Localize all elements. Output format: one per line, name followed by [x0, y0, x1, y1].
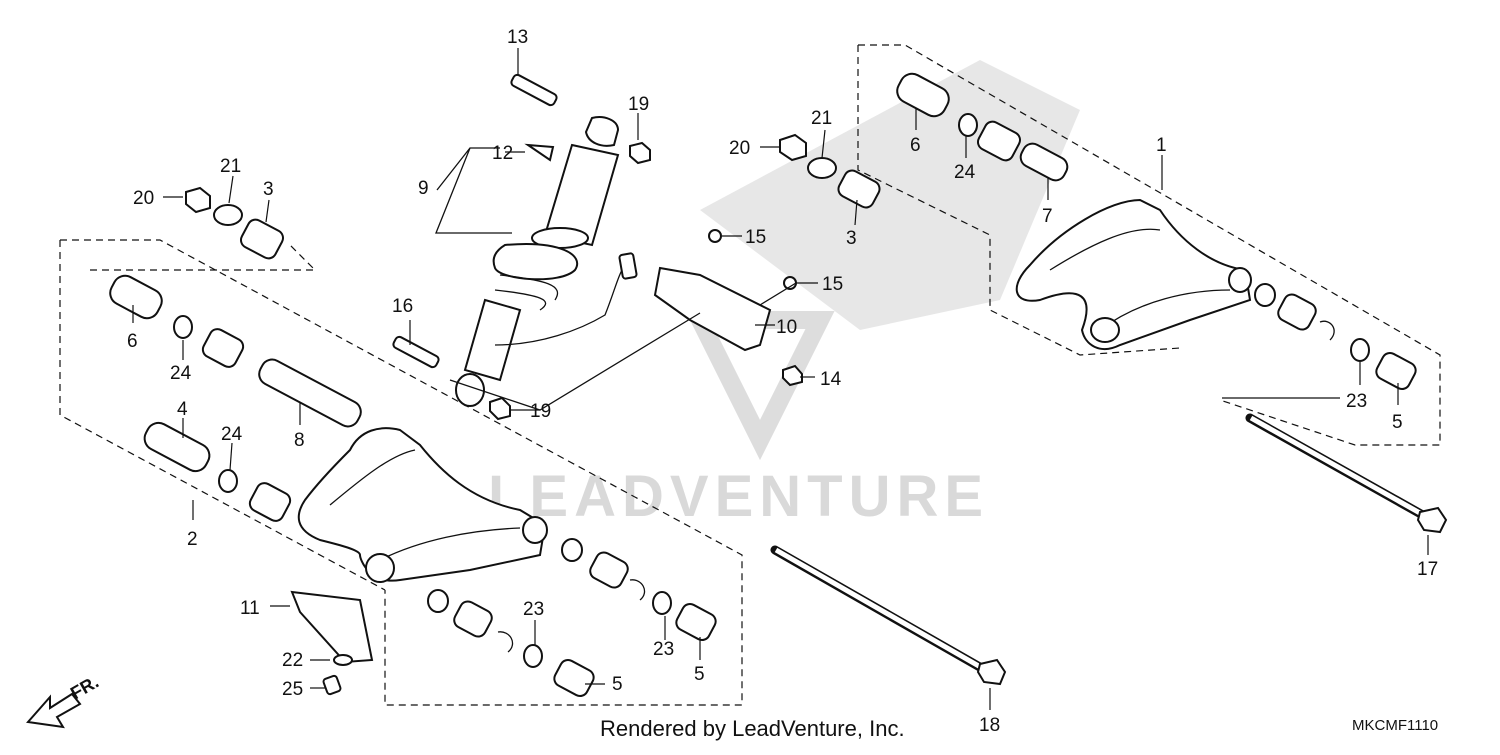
callout-21-right: 21	[811, 108, 832, 129]
callout-20-right: 20	[729, 138, 750, 159]
callout-3-left: 3	[263, 179, 274, 200]
diagram-code: MKCMF1110	[1352, 717, 1439, 734]
callout-14: 14	[820, 369, 842, 390]
link-protector	[653, 266, 772, 352]
callout-6-right: 6	[910, 135, 921, 156]
callout-22: 22	[282, 650, 303, 671]
swingarm-left	[297, 427, 548, 583]
callout-23-right: 23	[1346, 391, 1367, 412]
swingarm-right	[1015, 198, 1252, 350]
callout-11: 11	[240, 598, 260, 619]
callout-13: 13	[507, 27, 528, 48]
left-top-outline	[90, 244, 317, 271]
callout-8: 8	[294, 430, 305, 451]
callout-24-left-bottom: 24	[221, 424, 243, 445]
callout-16: 16	[392, 296, 413, 317]
callout-3-right: 3	[846, 228, 857, 249]
callout-17: 17	[1417, 559, 1438, 580]
callout-5-left-bottom: 5	[612, 674, 623, 695]
shock-absorber	[455, 116, 638, 407]
pivot-bolt-17	[1245, 413, 1448, 534]
callout-18: 18	[979, 715, 1000, 736]
callout-20-left: 20	[133, 188, 154, 209]
callout-23-left-right: 23	[653, 639, 674, 660]
callout-7: 7	[1042, 206, 1053, 227]
watermark-text: LEADVENTURE	[488, 464, 989, 529]
render-credit: Rendered by LeadVenture, Inc.	[600, 716, 905, 741]
right-assembly-outline	[857, 44, 1441, 446]
callout-5-left-right: 5	[694, 664, 705, 685]
callout-2: 2	[187, 529, 198, 550]
leader-lines	[132, 48, 1429, 710]
callout-19-bottom: 19	[530, 401, 551, 422]
callout-10: 10	[776, 317, 797, 338]
left-assembly-outline	[59, 239, 743, 706]
callout-24-right: 24	[954, 162, 976, 183]
callout-25: 25	[282, 679, 303, 700]
callout-15-bottom: 15	[822, 274, 843, 295]
pivot-bolt-18	[770, 545, 1007, 686]
callout-9: 9	[418, 178, 429, 199]
callout-1: 1	[1156, 135, 1167, 156]
callout-numbers: 13 19 12 9 16 20 21 3 6 24 4 24 8 2 11 2…	[127, 27, 1438, 736]
callout-19-top: 19	[628, 94, 649, 115]
callout-5-right: 5	[1392, 412, 1403, 433]
callout-12: 12	[492, 143, 513, 164]
callout-6-left: 6	[127, 331, 138, 352]
callout-15-top: 15	[745, 227, 766, 248]
callout-24-left-top: 24	[170, 363, 192, 384]
callout-4: 4	[177, 399, 188, 420]
bushing-set	[109, 72, 1417, 697]
front-direction-arrow: FR.	[26, 672, 102, 729]
skid-plate	[290, 590, 374, 664]
callout-23-left-mid: 23	[523, 599, 544, 620]
callout-21-left: 21	[220, 156, 241, 177]
